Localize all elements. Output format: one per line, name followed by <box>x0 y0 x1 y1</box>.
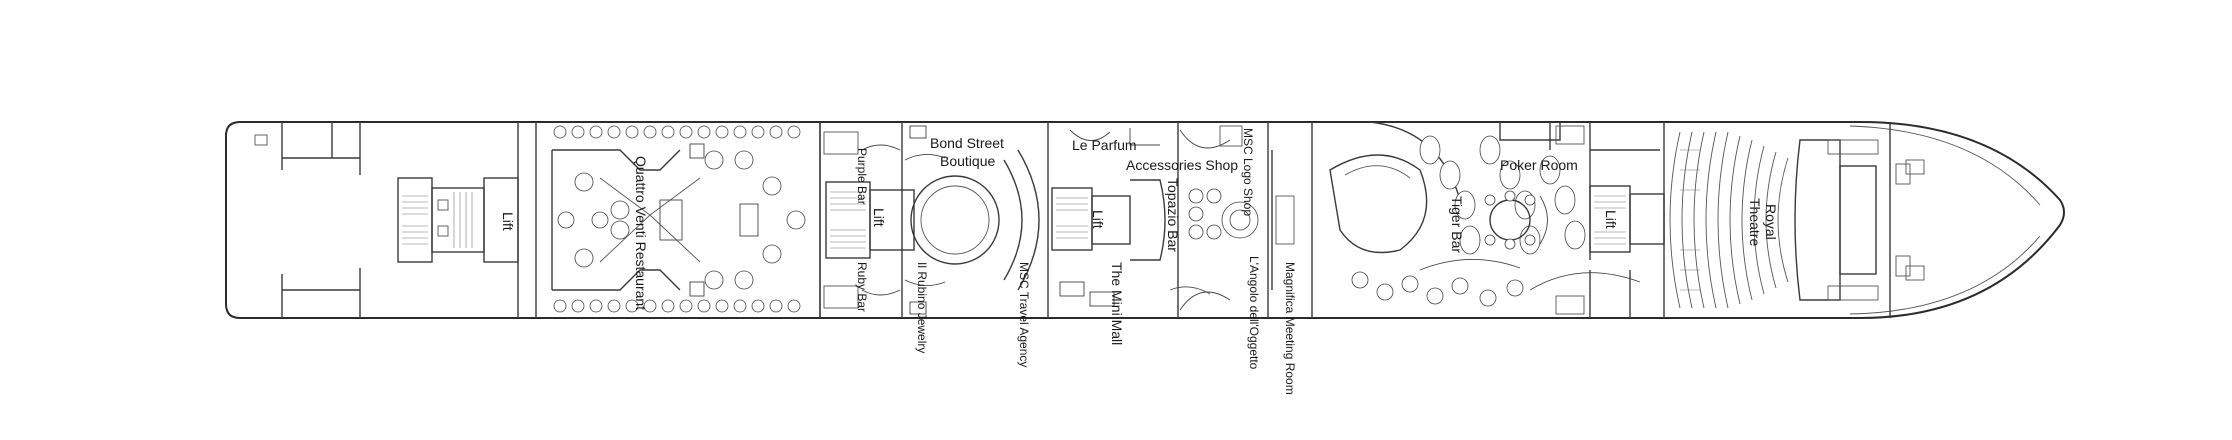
label-poker-room: Poker Room <box>1500 157 1578 173</box>
quattro-venti-restaurant <box>535 122 821 318</box>
label-quattro-venti: Quattro Venti Restaurant <box>633 156 649 310</box>
lift-core-1 <box>819 122 915 318</box>
label-boutique: Boutique <box>940 153 995 169</box>
label-lift-fwd: Lift <box>1603 210 1619 229</box>
lift-core-fwd <box>1549 122 1665 318</box>
label-tiger-bar: Tiger Bar <box>1449 196 1465 253</box>
label-royal: Royal <box>1763 204 1779 240</box>
label-theatre: Theatre <box>1747 198 1763 246</box>
label-magnifica: Magnifica Meeting Room <box>1283 262 1297 395</box>
lift-core-2 <box>1051 179 1166 261</box>
label-lift-mid1: Lift <box>871 208 887 227</box>
tiger-bar-casino <box>1329 121 1641 307</box>
hull-outline <box>225 121 2065 319</box>
label-mini-mall: The Mini Mall <box>1109 262 1125 345</box>
label-accessories: Accessories Shop <box>1126 157 1238 173</box>
deck-labels: Quattro Venti Restaurant Lift Purple Bar… <box>500 128 1779 395</box>
label-lift-mid2: Lift <box>1090 210 1106 229</box>
label-il-rubino: Il Rubino Jewelry <box>915 262 929 353</box>
shops-block <box>901 122 1160 318</box>
label-oggetto: L'Angolo dell'Oggetto <box>1247 256 1261 370</box>
aft-lift-core <box>397 177 519 263</box>
bow-inner-line <box>1849 125 2041 315</box>
magnifica-room <box>1271 122 1313 318</box>
aft-area <box>254 122 519 318</box>
label-purple-bar: Purple Bar <box>855 148 869 205</box>
label-ruby-bar: Ruby Bar <box>855 262 869 312</box>
label-le-parfum: Le Parfum <box>1072 137 1137 153</box>
label-topazio: Topazio Bar <box>1165 178 1181 252</box>
royal-theatre <box>1663 122 1925 318</box>
label-msc-travel: MSC Travel Agency <box>1017 262 1031 367</box>
topazio-bar-area <box>1169 122 1269 318</box>
label-bond-street: Bond Street <box>930 135 1004 151</box>
label-msc-logo: MSC Logo Shop <box>1241 128 1255 216</box>
label-lift-aft: Lift <box>500 212 516 231</box>
